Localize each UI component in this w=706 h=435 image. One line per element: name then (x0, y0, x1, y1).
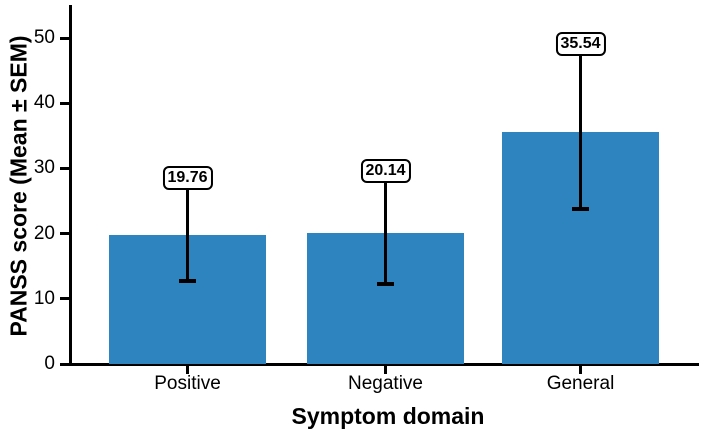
y-tick-label: 20 (33, 222, 55, 244)
y-tick (60, 297, 69, 301)
y-tick (60, 166, 69, 170)
value-label-box: 19.76 (162, 165, 213, 190)
error-bar-cap (179, 279, 196, 284)
y-tick (60, 101, 69, 105)
y-tick-label: 10 (33, 287, 55, 309)
error-bar (579, 55, 582, 210)
x-tick (384, 366, 387, 374)
y-axis-line (69, 5, 72, 366)
y-tick-label: 50 (33, 27, 55, 48)
y-axis-title: PANSS score (Mean ± SEM) (5, 35, 32, 337)
x-category-label: Positive (154, 373, 221, 394)
error-bar (384, 181, 387, 284)
error-bar (186, 188, 189, 282)
y-tick-label: 30 (33, 157, 55, 179)
y-tick (60, 36, 69, 40)
error-bar-cap (377, 281, 394, 286)
x-tick (579, 366, 582, 374)
y-tick-label: 40 (33, 92, 55, 114)
error-bar-cap (572, 207, 589, 212)
value-label-box: 35.54 (555, 32, 606, 57)
y-tick-label: 0 (44, 353, 55, 374)
y-tick (60, 232, 69, 236)
x-category-label: General (546, 373, 615, 394)
x-tick (186, 366, 189, 374)
value-label-box: 20.14 (360, 158, 411, 183)
x-category-label: Negative (348, 373, 423, 394)
x-axis-title: Symptom domain (291, 403, 485, 429)
x-axis-line (69, 363, 699, 366)
y-tick (60, 362, 69, 366)
